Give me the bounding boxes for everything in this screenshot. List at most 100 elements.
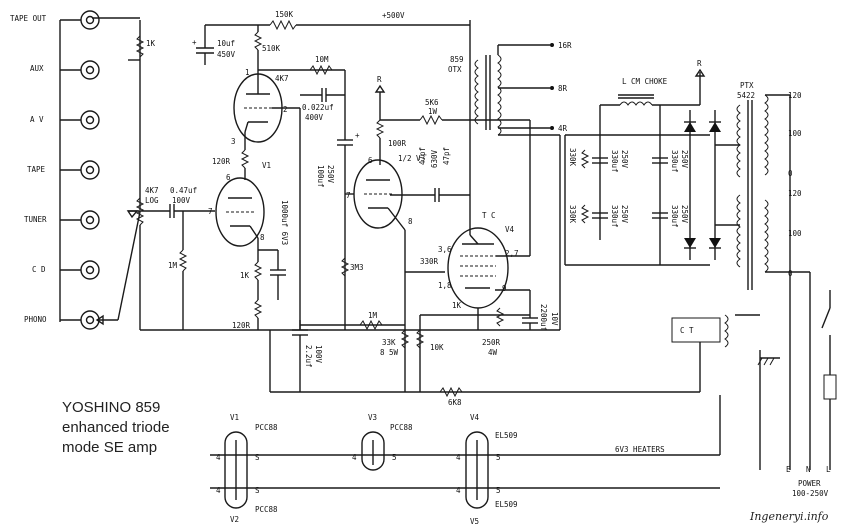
label-c-100v-b: 100V xyxy=(314,345,323,364)
label-330k-a: 330K xyxy=(568,148,577,167)
label-c-47pf-a: 47pf xyxy=(418,147,427,165)
pin-7b: 7 xyxy=(346,191,351,200)
heater-v4-type: EL509 xyxy=(495,431,518,440)
label-r-2: R xyxy=(697,59,702,68)
label-c-630v: 630V xyxy=(430,149,439,168)
label-cap-250v-d: 250V xyxy=(680,205,689,224)
resistor-510k xyxy=(253,31,263,51)
resistor-120r-a xyxy=(240,149,250,169)
tap-16r: 16R xyxy=(558,41,572,50)
resistor-1k-cath xyxy=(253,261,263,281)
label-cap-330uf-b: 330uf xyxy=(610,205,619,228)
label-c-047: 0.47uf xyxy=(170,186,197,195)
pin-8: 8 xyxy=(260,233,265,242)
resistor-150k xyxy=(269,19,297,31)
heater-v3: V3 xyxy=(368,413,377,422)
label-ptx-num: 5422 xyxy=(737,91,755,100)
resistor-330k-a xyxy=(580,149,590,169)
label-r: R xyxy=(377,75,382,84)
label-ct: C T xyxy=(680,326,694,335)
label-v4: V4 xyxy=(505,225,515,234)
tube-v1-lower xyxy=(215,177,265,247)
label-510k: 510K xyxy=(262,44,281,53)
heater-v1-type: PCC88 xyxy=(255,423,278,432)
resistor-3m3 xyxy=(340,257,350,277)
label-cap-250v-b: 250V xyxy=(620,205,629,224)
label-330k-b: 330K xyxy=(568,205,577,224)
jack-aux[interactable] xyxy=(60,60,100,80)
label-10k: 10K xyxy=(430,343,444,352)
jack-tape-out[interactable] xyxy=(60,10,100,30)
label-10m: 10M xyxy=(315,55,329,64)
label-c-1000uf: 1000uf 6V3 xyxy=(280,200,289,245)
label-v3-half: 1/2 V3 xyxy=(398,154,425,163)
jack-av[interactable] xyxy=(60,110,100,130)
label-ot-otx: OTX xyxy=(448,65,462,74)
heater-v5-type: EL509 xyxy=(495,500,518,509)
heater-v1: V1 xyxy=(230,413,239,422)
label-mains-n: N xyxy=(806,465,811,474)
label-c-0022: 0.022uf xyxy=(302,103,334,112)
heater-pin-5d: 5 xyxy=(496,453,501,462)
label-1k-top: 1K xyxy=(146,39,156,48)
heater-v3-type: PCC88 xyxy=(390,423,413,432)
label-tc: T C xyxy=(482,211,496,220)
label-ptx: PTX xyxy=(740,81,754,90)
label-cap-330uf-a: 330uf xyxy=(610,150,619,173)
label-120r-a: 120R xyxy=(212,157,231,166)
label-mains-e: E xyxy=(786,465,791,474)
label-choke: L CM CHOKE xyxy=(622,77,668,86)
label-6k8: 6K8 xyxy=(448,398,462,407)
resistor-1m-fb xyxy=(359,319,383,331)
caption-line-1: YOSHINO 859 xyxy=(62,399,160,416)
label-cap-250v-c: 250V xyxy=(680,150,689,169)
input-label-tape: TAPE xyxy=(27,165,46,174)
label-1k-g2: 1K xyxy=(452,301,462,310)
label-1w: 1W xyxy=(428,107,438,116)
label-c-250v-a: 250V xyxy=(326,165,335,184)
heater-pin-4d: 4 xyxy=(456,453,461,462)
jack-cd[interactable] xyxy=(60,260,100,280)
resistor-1k-top xyxy=(135,35,145,58)
label-c-47pf-b: 47pf xyxy=(442,147,451,165)
label-c-100uf: 100uf xyxy=(316,165,325,188)
jack-tape[interactable] xyxy=(60,160,100,180)
heater-pin-4c: 4 xyxy=(352,453,357,462)
svg-text:+: + xyxy=(192,38,197,47)
label-pot-log: LOG xyxy=(145,196,159,205)
pin-9: 9 xyxy=(502,284,507,293)
resistor-5k6 xyxy=(419,114,443,126)
heater-v5: V5 xyxy=(470,517,479,526)
resistor-120r-b xyxy=(253,299,263,319)
heater-pin-5c: 5 xyxy=(392,453,397,462)
resistor-10k xyxy=(415,329,425,349)
label-sec-0b: 0 xyxy=(788,269,793,278)
resistor-10m xyxy=(309,64,333,76)
bridge-rectifier xyxy=(684,110,740,260)
pin-7: 7 xyxy=(208,207,213,216)
output-transformer xyxy=(474,43,560,136)
label-sec-120a: 120 xyxy=(788,91,802,100)
input-label-phono: PHONO xyxy=(24,315,47,324)
jack-phono[interactable] xyxy=(60,310,100,330)
heater-pin-4e: 4 xyxy=(456,486,461,495)
heater-v2: V2 xyxy=(230,515,239,524)
label-mains-l: L xyxy=(826,465,831,474)
fuse xyxy=(823,374,837,400)
label-c-450v: 450V xyxy=(217,50,236,59)
label-v1: V1 xyxy=(262,161,271,170)
jack-tuner[interactable] xyxy=(60,210,100,230)
label-1m-fb: 1M xyxy=(368,311,378,320)
heater-v4: V4 xyxy=(470,413,480,422)
label-c-400v: 400V xyxy=(305,113,324,122)
label-3m3: 3M3 xyxy=(350,263,364,272)
heater-v2-type: PCC88 xyxy=(255,505,278,514)
label-120r-b: 120R xyxy=(232,321,251,330)
heater-pin-4a: 4 xyxy=(216,453,221,462)
label-33k: 33K xyxy=(382,338,396,347)
label-power: POWER xyxy=(798,479,821,488)
label-heaters: 6V3 HEATERS xyxy=(615,445,665,454)
heater-pin-sa: S xyxy=(255,453,260,462)
pin-36: 3,6 xyxy=(438,245,452,254)
resistor-250r xyxy=(495,307,505,327)
